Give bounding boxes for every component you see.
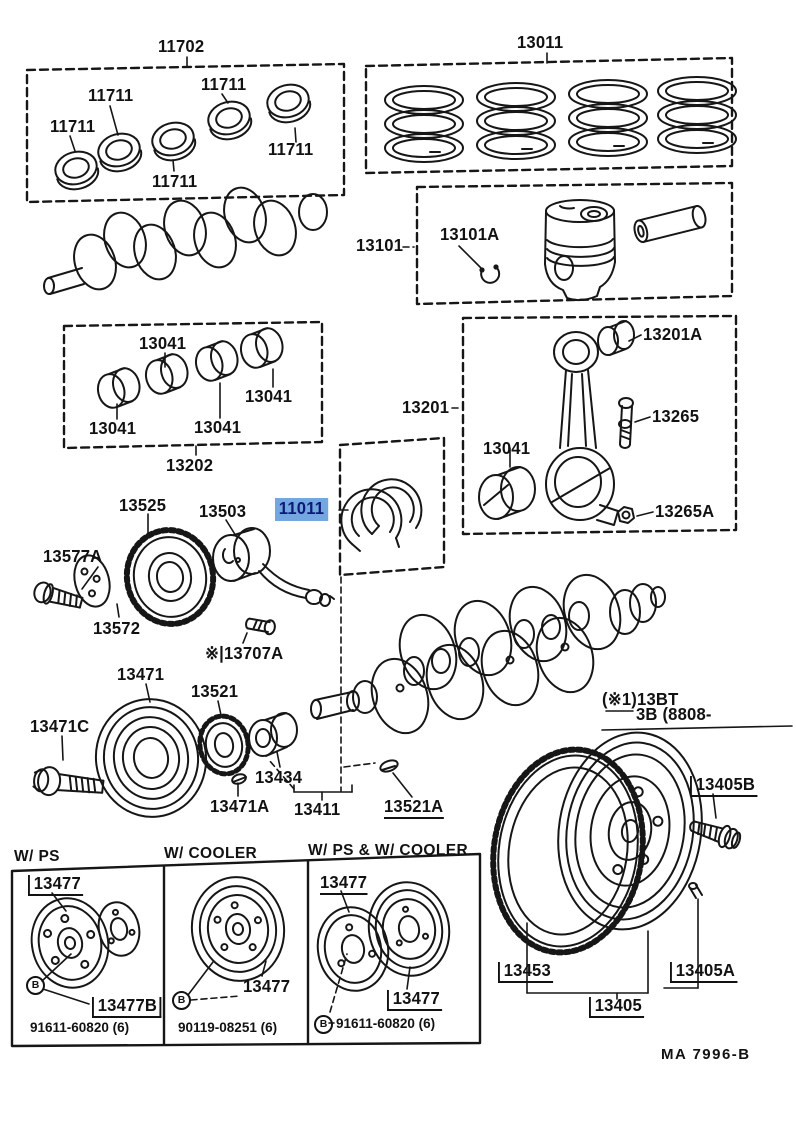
callout-13477-ps[interactable]: 13477 xyxy=(28,874,83,896)
callout-13477-psc-top[interactable]: 13477 xyxy=(320,873,368,895)
callout-13201[interactable]: 13201 xyxy=(402,397,450,417)
callout-13041-3[interactable]: 13041 xyxy=(194,417,242,437)
cooler-pulley-drawing xyxy=(190,876,286,982)
callout-13201A[interactable]: 13201A xyxy=(643,324,703,344)
callout-13101[interactable]: 13101 xyxy=(356,235,404,255)
pin-13405A-drawing xyxy=(688,882,703,899)
header-w-ps-cooler: W/ PS & W/ COOLER xyxy=(308,842,469,859)
bolt-13707A-drawing xyxy=(245,617,276,636)
connecting-rod-drawing xyxy=(478,320,635,526)
key-13521A-drawing xyxy=(379,759,399,773)
box-13011 xyxy=(364,56,734,175)
bolt-13471C-drawing xyxy=(32,766,105,797)
crank-pulley-13471-drawing xyxy=(94,698,208,818)
piston-drawing xyxy=(479,199,707,302)
box-13202 xyxy=(62,320,324,450)
callout-11702[interactable]: 11702 xyxy=(158,36,205,56)
callout-13405A[interactable]: 13405A xyxy=(670,961,737,983)
rod-nut-13265A-drawing xyxy=(617,506,635,524)
main-bearing-shells-drawing xyxy=(54,83,312,191)
callout-11711-1[interactable]: 11711 xyxy=(88,85,134,105)
bolt-13405B-drawing xyxy=(689,820,742,850)
marker-b-psc: B xyxy=(314,1015,333,1034)
callout-13707A[interactable]: ※|13707A xyxy=(205,643,284,663)
callout-13041-rod[interactable]: 13041 xyxy=(483,438,531,458)
crankshaft-drawing xyxy=(310,573,666,735)
flywheel-body-drawing xyxy=(557,731,703,931)
ps-pulley-drawing xyxy=(30,897,141,989)
callout-13477-psc-bottom[interactable]: 13477 xyxy=(387,989,442,1011)
callout-13265A[interactable]: 13265A xyxy=(655,501,715,521)
callout-90119-cooler[interactable]: 90119-08251 (6) xyxy=(178,1020,278,1035)
callout-13405B[interactable]: 13405B xyxy=(690,775,757,797)
callout-13471C[interactable]: 13471C xyxy=(30,716,90,736)
box-11011 xyxy=(338,436,446,577)
rod-bearing-13041-drawing xyxy=(478,466,536,520)
part-13503-drawing xyxy=(212,527,335,607)
header-w-ps: W/ PS xyxy=(14,848,60,865)
gear-13521-drawing xyxy=(197,713,251,777)
plate-13572-drawing xyxy=(73,554,111,608)
callout-13572[interactable]: 13572 xyxy=(93,618,141,638)
figure-code: MA 7996-B xyxy=(661,1046,751,1063)
callout-13471A[interactable]: 13471A xyxy=(210,796,270,816)
callout-13041-2[interactable]: 13041 xyxy=(89,418,137,438)
callout-11711-5[interactable]: 11711 xyxy=(268,139,314,159)
key-13471A-drawing xyxy=(231,773,247,785)
callout-13011[interactable]: 13011 xyxy=(517,32,564,52)
marker-b-cooler: B xyxy=(172,991,191,1010)
group-boxes xyxy=(10,56,738,1048)
rod-bolt-13265-drawing xyxy=(618,397,634,449)
callout-11711-3[interactable]: 11711 xyxy=(201,74,247,94)
callout-13265[interactable]: 13265 xyxy=(652,406,700,426)
ps-cooler-pulley-drawing xyxy=(316,881,451,992)
box-13201 xyxy=(461,314,738,536)
thrust-washer-drawing xyxy=(340,478,423,552)
callout-13041-4[interactable]: 13041 xyxy=(245,386,293,406)
callout-13503[interactable]: 13503 xyxy=(199,501,247,521)
note-3b-8808: 3B (8808- xyxy=(636,704,712,724)
callout-13525[interactable]: 13525 xyxy=(119,495,167,515)
box-variants xyxy=(10,852,482,1048)
callout-11711-2[interactable]: 11711 xyxy=(50,116,96,136)
bolt-13577A-drawing xyxy=(33,581,84,609)
ring-gear-13453-drawing xyxy=(490,746,646,956)
callout-91611-ps[interactable]: 91611-60820 (6) xyxy=(30,1020,130,1035)
marker-b-ps: B xyxy=(26,976,45,995)
callout-13041-1[interactable]: 13041 xyxy=(139,333,187,353)
callout-13453[interactable]: 13453 xyxy=(498,961,553,983)
callout-13471[interactable]: 13471 xyxy=(117,664,165,684)
collar-13434-drawing xyxy=(248,712,298,757)
callout-13521A[interactable]: 13521A xyxy=(384,797,444,819)
header-w-cooler: W/ COOLER xyxy=(164,845,258,862)
box-13101 xyxy=(415,181,734,306)
callout-13101A[interactable]: 13101A xyxy=(440,224,500,244)
callout-13521[interactable]: 13521 xyxy=(191,681,239,701)
callout-13411[interactable]: 13411 xyxy=(294,799,341,819)
timing-gear-13525-drawing xyxy=(123,527,217,627)
main-bushings-13041-drawing xyxy=(96,327,284,409)
small-end-bushing-13201A-drawing xyxy=(597,320,635,356)
note-13bt: (※1)13BT xyxy=(602,689,679,709)
flywheel-drawing xyxy=(490,731,742,956)
box-11702 xyxy=(25,62,346,204)
callout-13477B[interactable]: 13477B xyxy=(92,996,161,1018)
crankshaft-sketch-drawing xyxy=(43,186,328,295)
callout-13202[interactable]: 13202 xyxy=(166,455,214,475)
callout-13577A[interactable]: 13577A xyxy=(43,546,103,566)
callout-11011-highlighted[interactable]: 11011 xyxy=(275,498,328,521)
callout-13434[interactable]: 13434 xyxy=(255,767,303,787)
callout-13405[interactable]: 13405 xyxy=(589,996,644,1018)
piston-ring-set-drawing xyxy=(384,76,737,163)
callout-13477-cooler[interactable]: 13477 xyxy=(243,976,291,996)
callout-11711-4[interactable]: 11711 xyxy=(152,171,198,191)
callout-91611-psc[interactable]: 91611-60820 (6) xyxy=(336,1016,436,1031)
